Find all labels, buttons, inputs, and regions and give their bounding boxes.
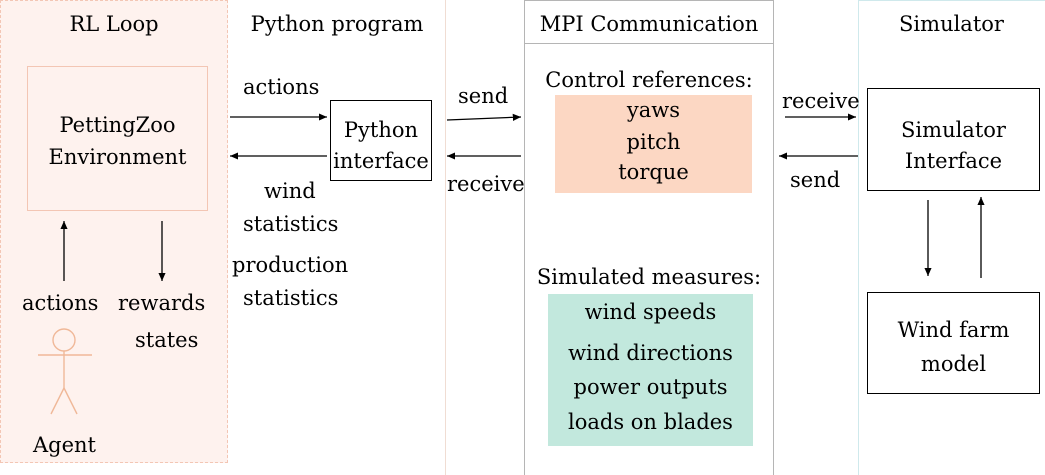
simulated-measures-box [548, 294, 753, 446]
mpi-title-bar [524, 0, 774, 44]
wind-statistics-label: statistics [243, 212, 339, 236]
rl-loop-title: RL Loop [69, 12, 159, 36]
control-item: torque [618, 160, 689, 184]
send-right-label: send [790, 168, 841, 192]
measure-item: wind speeds [584, 300, 717, 324]
agent-label: Agent [33, 433, 96, 457]
control-item: pitch [626, 130, 681, 154]
production-label: production [232, 253, 349, 277]
stick-figure-icon [38, 328, 92, 415]
simulated-measures-title: Simulated measures: [536, 265, 762, 289]
pettingzoo-environment-box [27, 66, 208, 211]
simulator-panel [858, 0, 1045, 475]
mpi-communication-title: MPI Communication [539, 12, 759, 36]
measure-item: loads on blades [568, 410, 733, 434]
control-references-title: Control references: [545, 68, 753, 92]
python-interface-label-2: interface [333, 149, 429, 173]
rl-loop-panel [0, 0, 228, 463]
receive-left-label: receive [447, 172, 525, 196]
simulator-title: Simulator [899, 12, 1004, 36]
wind-farm-label-1: Wind farm [897, 318, 1010, 342]
simulator-interface-label-2: Interface [904, 149, 1003, 173]
measure-item: power outputs [573, 375, 728, 399]
rl-rewards-label: rewards [118, 291, 206, 315]
python-interface-label-1: Python [343, 118, 419, 142]
environment-label: Environment [48, 145, 187, 169]
measure-item: wind directions [568, 341, 733, 365]
rl-actions-label: actions [22, 291, 99, 315]
simulator-interface-box [867, 88, 1040, 191]
send-left-label: send [458, 84, 509, 108]
production-statistics-label: statistics [243, 286, 339, 310]
mpi-communication-panel [524, 0, 774, 475]
python-actions-label: actions [243, 75, 320, 99]
simulator-interface-label-1: Simulator [901, 118, 1006, 142]
wind-farm-model-box [867, 292, 1040, 394]
rl-states-label: states [135, 328, 199, 352]
python-program-title: Python program [250, 12, 424, 36]
wind-label: wind [264, 179, 316, 203]
control-item: yaws [626, 98, 681, 122]
python-program-panel [228, 0, 446, 475]
receive-right-label: receive [782, 89, 860, 113]
arrow-send-to-mpi [446, 113, 522, 121]
pettingzoo-label: PettingZoo [59, 113, 176, 137]
wind-farm-label-2: model [920, 352, 987, 376]
control-references-box [555, 95, 752, 193]
python-interface-box [330, 100, 432, 181]
